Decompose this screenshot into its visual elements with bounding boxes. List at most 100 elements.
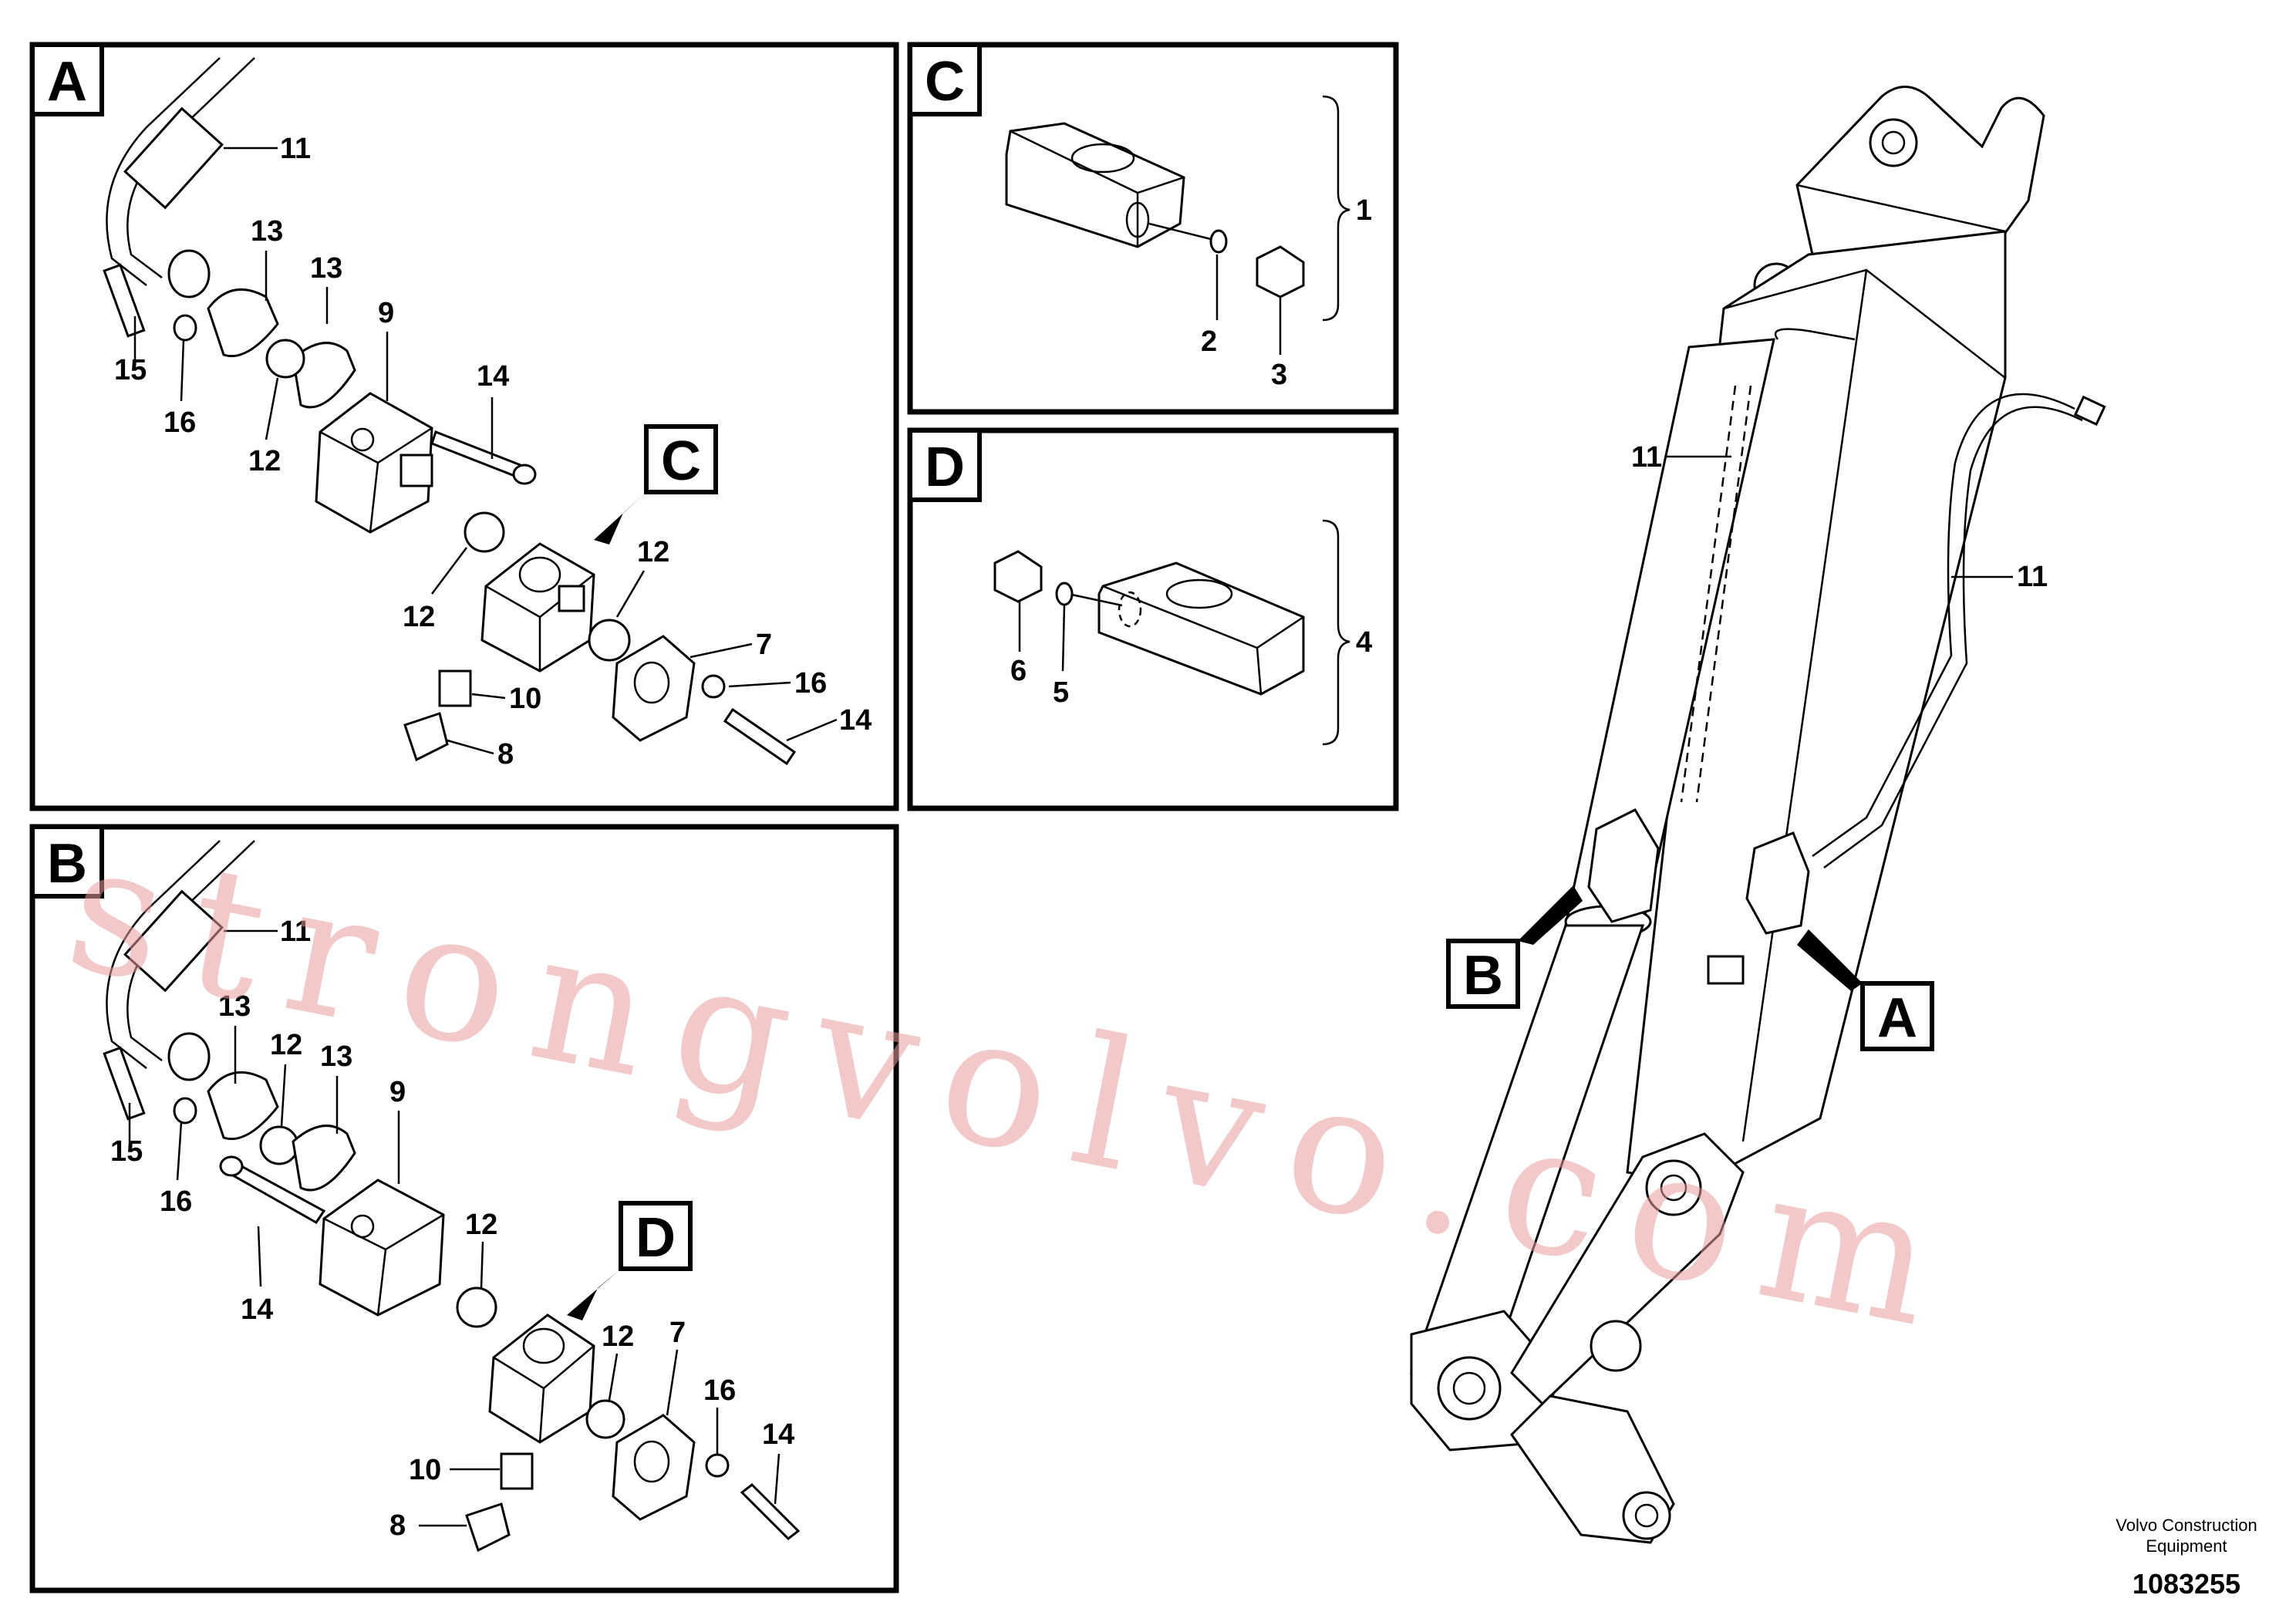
main-label-11-outer: 11 bbox=[2017, 561, 2048, 593]
label-a-14b: 14 bbox=[839, 704, 872, 737]
panel-c-frame bbox=[907, 42, 1399, 415]
adapter-block-d bbox=[1097, 561, 1305, 696]
plug-3-c bbox=[1256, 245, 1305, 298]
panel-a-letter: A bbox=[47, 51, 87, 113]
label-a-15: 15 bbox=[114, 354, 147, 386]
label-c-1: 1 bbox=[1356, 194, 1372, 227]
oring-12b-b bbox=[456, 1286, 497, 1328]
block-9-a bbox=[315, 392, 433, 534]
label-b-12c: 12 bbox=[602, 1320, 634, 1353]
nipple-10-b bbox=[500, 1452, 534, 1490]
bolt-14-a bbox=[430, 430, 526, 480]
hose-end-a bbox=[167, 249, 211, 298]
callout-c-box bbox=[644, 424, 718, 494]
boom-view: 11 11 B A bbox=[1409, 86, 2106, 1544]
panel-c: C 1 2 3 bbox=[907, 42, 1399, 415]
washer-16-a bbox=[173, 314, 197, 342]
panel-b-frame bbox=[29, 824, 899, 1593]
panel-a-tab bbox=[30, 42, 104, 116]
callout-a-letter: A bbox=[1877, 987, 1917, 1049]
label-a-9: 9 bbox=[378, 297, 394, 329]
oring-12c-b bbox=[585, 1399, 625, 1439]
label-a-14: 14 bbox=[477, 360, 509, 393]
callout-b-arrow bbox=[1518, 885, 1583, 945]
clamp-13b-a bbox=[292, 342, 356, 409]
label-a-12c: 12 bbox=[637, 536, 669, 568]
label-b-13b: 13 bbox=[320, 1040, 352, 1073]
valve-a bbox=[1745, 831, 1810, 935]
hose-fitting-b bbox=[123, 889, 224, 993]
label-d-5: 5 bbox=[1053, 676, 1069, 709]
label-b-9: 9 bbox=[389, 1076, 406, 1108]
oring-12b-a bbox=[464, 511, 505, 553]
footer-drawing-number: 1083255 bbox=[2132, 1568, 2240, 1600]
callout-b-box bbox=[1446, 939, 1520, 1009]
seal-2-c bbox=[1209, 229, 1228, 254]
washer-16b-b bbox=[705, 1453, 730, 1478]
label-a-7: 7 bbox=[756, 629, 772, 661]
panel-c-letter: C bbox=[925, 51, 965, 113]
callout-a-arrow bbox=[1797, 929, 1863, 991]
footer-company-line1: Volvo Construction bbox=[2116, 1516, 2257, 1535]
boom-head bbox=[1795, 86, 2045, 256]
label-d-4: 4 bbox=[1356, 626, 1372, 659]
washer-16-b bbox=[173, 1097, 197, 1125]
boom-pin-top bbox=[1869, 118, 1918, 167]
bracket-1-c bbox=[1322, 95, 1350, 322]
panel-d-letter: D bbox=[925, 437, 965, 498]
label-b-12: 12 bbox=[270, 1029, 302, 1061]
washer-16b-a bbox=[701, 674, 726, 699]
seal-5-d bbox=[1055, 582, 1074, 606]
oring-12-a bbox=[265, 339, 305, 379]
clamp-13b-b bbox=[292, 1125, 356, 1192]
label-c-2: 2 bbox=[1201, 325, 1217, 358]
adapter-block-c bbox=[1005, 122, 1185, 248]
label-b-11: 11 bbox=[280, 916, 311, 948]
panel-d-frame bbox=[907, 427, 1399, 811]
oring-12-b bbox=[259, 1125, 299, 1165]
label-b-15: 15 bbox=[110, 1135, 143, 1168]
label-d-6: 6 bbox=[1010, 655, 1027, 687]
callout-d-box bbox=[619, 1201, 693, 1271]
panel-a-frame bbox=[29, 42, 899, 811]
callout-d-arrow bbox=[567, 1269, 621, 1320]
plug-a bbox=[400, 454, 433, 487]
callout-c-letter: C bbox=[661, 430, 701, 492]
label-a-16b: 16 bbox=[794, 667, 827, 700]
panel-d-tab bbox=[908, 428, 982, 502]
label-b-14b: 14 bbox=[762, 1418, 794, 1451]
callout-a-box bbox=[1860, 981, 1934, 1051]
label-b-14: 14 bbox=[241, 1293, 273, 1326]
label-b-8: 8 bbox=[389, 1509, 406, 1542]
hose-end-b bbox=[167, 1032, 211, 1081]
label-a-12: 12 bbox=[248, 445, 281, 477]
hose-fitting-a bbox=[123, 106, 224, 210]
clamp-13-a bbox=[207, 288, 279, 358]
label-b-16: 16 bbox=[160, 1185, 192, 1218]
label-a-10: 10 bbox=[509, 683, 541, 715]
bolt-14b-b bbox=[740, 1483, 801, 1540]
callout-d-letter: D bbox=[636, 1207, 676, 1269]
panel-b: B bbox=[29, 824, 899, 1593]
label-c-3: 3 bbox=[1271, 359, 1287, 391]
clamp-13-b bbox=[207, 1071, 279, 1141]
panel-b-tab bbox=[30, 824, 104, 899]
label-b-10: 10 bbox=[409, 1454, 441, 1486]
oring-12c-a bbox=[588, 619, 631, 662]
bolt-15-b bbox=[103, 1046, 146, 1121]
footer: Volvo Construction Equipment 1083255 bbox=[2116, 1516, 2257, 1600]
plug-6-d bbox=[993, 550, 1043, 603]
main-label-11-inner: 11 bbox=[1631, 441, 1662, 474]
label-a-8: 8 bbox=[497, 738, 514, 771]
bolt-14b-a bbox=[723, 707, 797, 766]
label-a-16: 16 bbox=[164, 406, 196, 439]
label-b-13: 13 bbox=[218, 990, 251, 1023]
panel-d: D 4 6 5 bbox=[907, 427, 1399, 811]
cap-8-a bbox=[403, 712, 449, 762]
nipple-10-a bbox=[438, 669, 472, 707]
hose-inner-dashed bbox=[1680, 385, 1737, 803]
bolt-15-a bbox=[103, 263, 146, 338]
panel-b-letter: B bbox=[47, 833, 87, 895]
hose-outer-a bbox=[1812, 393, 2075, 858]
